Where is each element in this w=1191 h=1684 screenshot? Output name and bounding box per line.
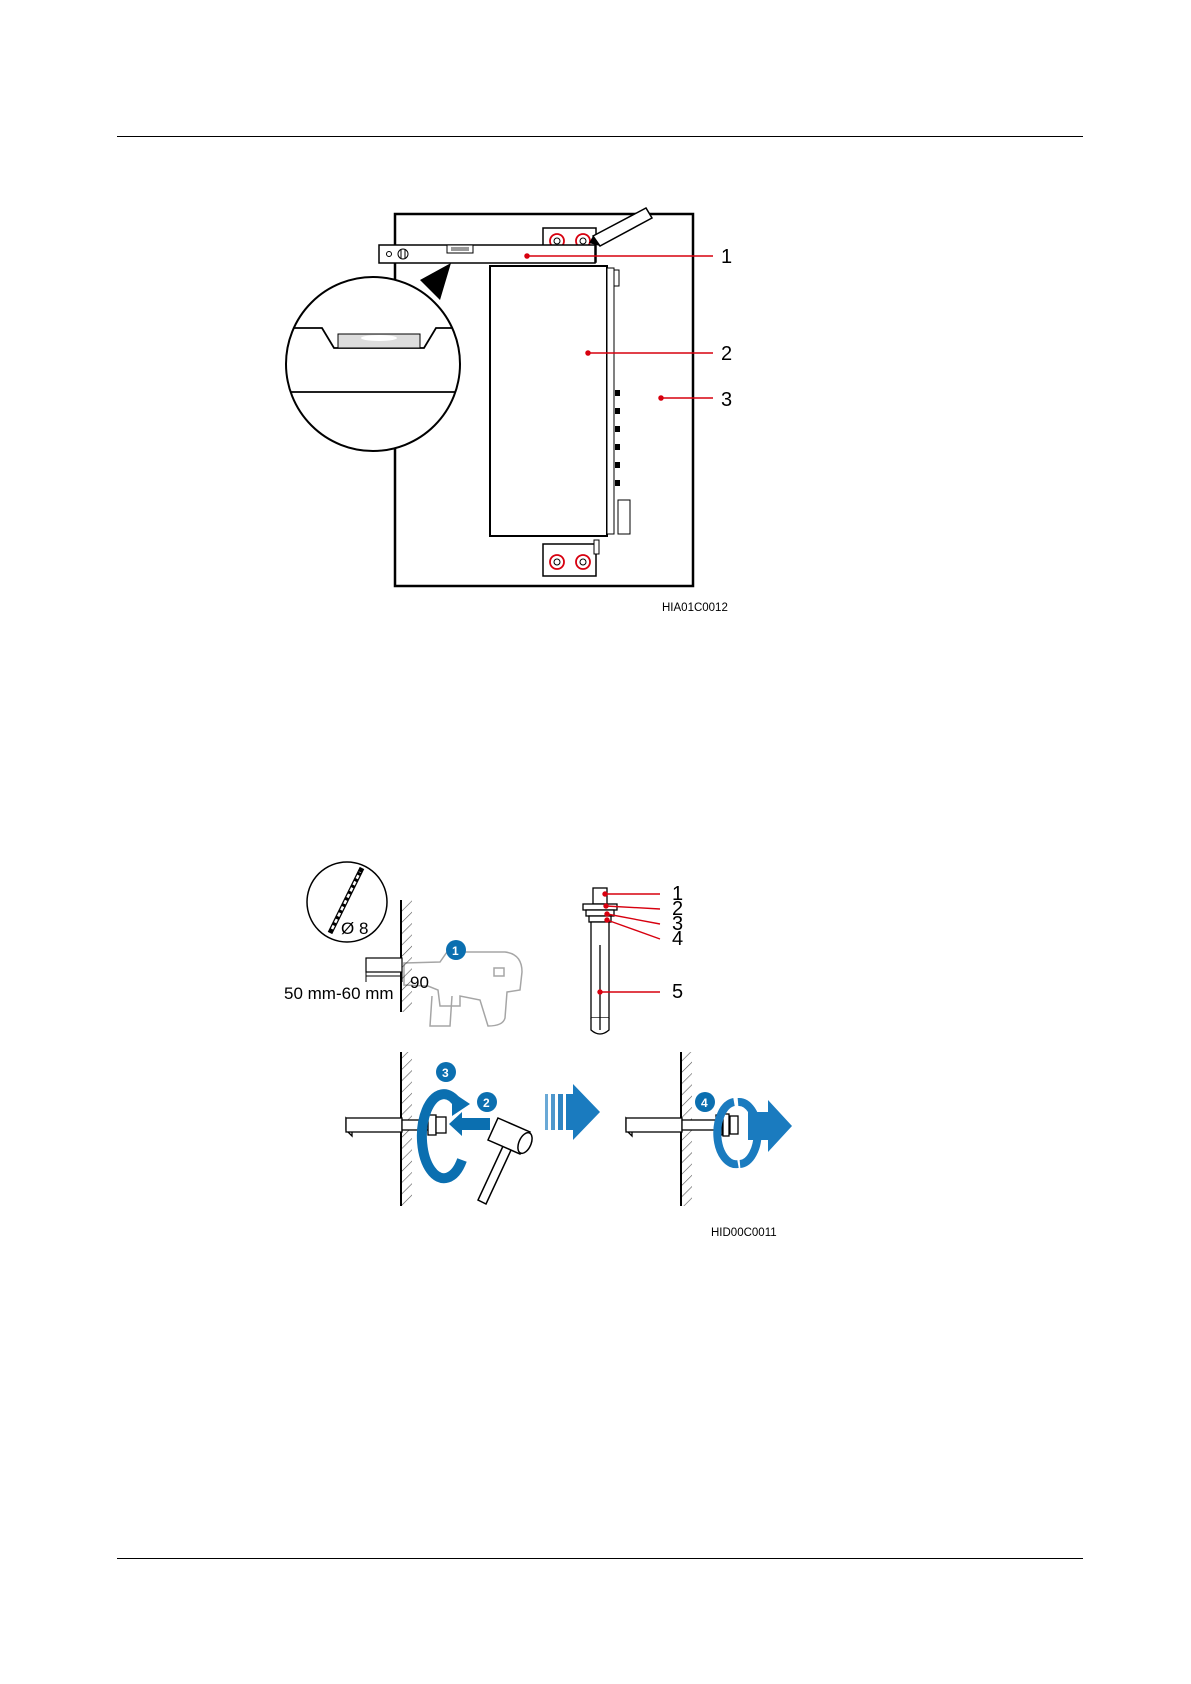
push-arrow-2-icon [449,1112,490,1136]
svg-text:4: 4 [701,1096,708,1110]
device-enclosure [490,266,630,536]
bottom-mounting-bracket [543,540,599,576]
callout-2: 2 [721,343,732,365]
figure-2-expansion-bolt-install: Ø 8 50 mm-60 mm 90 1 [284,862,792,1239]
figure-2-code: HID00C0011 [711,1227,777,1239]
expansion-bolt [583,888,617,1034]
callout-3: 3 [721,389,732,411]
figure-1-code: HIA01C0012 [662,602,728,614]
callout-1: 1 [721,246,732,268]
hammer-icon [478,1118,535,1204]
step-badge-3: 3 [436,1062,456,1082]
spirit-level [379,245,595,263]
drilled-hole [366,958,402,982]
drill-diameter-label: Ø 8 [341,919,368,938]
angle-label: 90 [410,973,429,992]
svg-text:3: 3 [442,1066,449,1080]
step-badge-4: 4 [695,1092,715,1112]
figure-1-wall-mount-marking: 1 2 3 HIA01C0012 [280,208,732,614]
installed-bolt-left [346,1115,446,1136]
bolt-callout-4: 4 [672,928,683,950]
step-badge-2: 2 [477,1092,497,1112]
svg-text:1: 1 [452,944,459,958]
svg-text:2: 2 [483,1096,490,1110]
drill-bit-icon: Ø 8 [307,862,387,942]
wall-section-1 [401,900,412,1012]
depth-label: 50 mm-60 mm [284,984,394,1003]
bolt-callout-5: 5 [672,981,683,1003]
step-badge-1: 1 [446,940,466,960]
transition-arrow-icon [545,1084,600,1140]
